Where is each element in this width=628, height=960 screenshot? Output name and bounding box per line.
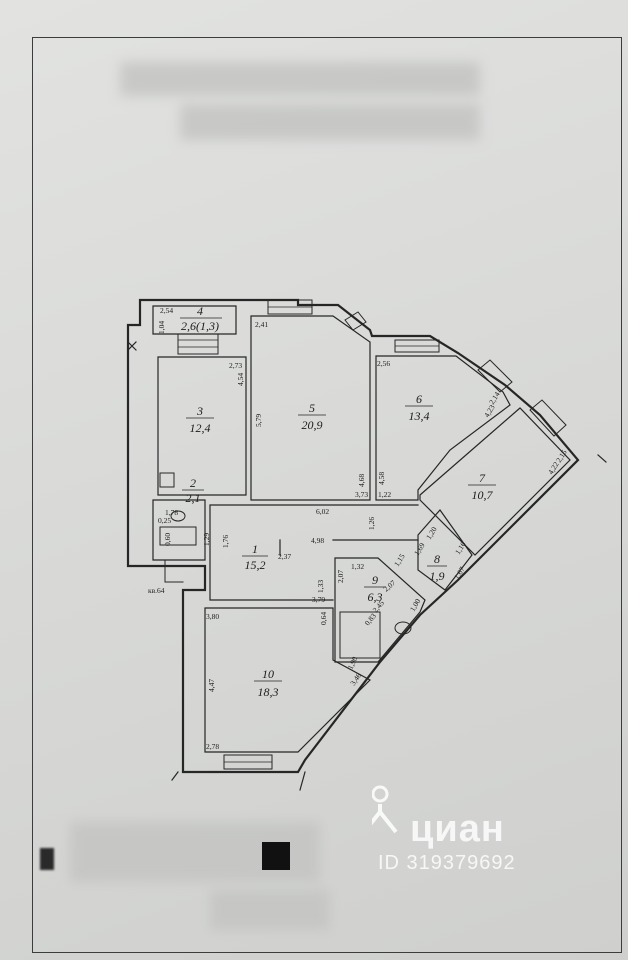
dim-label: 2,73 [229,361,242,370]
dim-label: 2,78 [206,742,219,751]
dim-label: 1,78 [165,508,178,517]
entrance-break [127,341,137,351]
room-1-num: 1 [252,542,258,556]
location-pin-icon [372,785,398,834]
redacted-header [120,62,480,96]
redacted-footer-line [210,890,330,930]
hall-partition [209,504,419,601]
room-4-area: 2,6(1,3) [181,319,219,333]
inner-wall-room3 [157,356,247,496]
watermark-brand: циан [410,808,505,850]
dim-label: 2,56 [377,359,390,368]
dim-label: 3,79 [312,595,325,604]
window-room6-side [477,359,513,393]
dim-label: 1,32 [351,562,364,571]
inner-wall-room5 [250,315,371,501]
room-1-area: 15,2 [245,558,266,572]
stamp-mark [40,848,54,870]
dim-label: 4,98 [311,536,324,545]
room-5-area: 20,9 [302,418,323,432]
dim-label: 4,68 [357,474,366,487]
dim-label: 4,47 [207,679,216,692]
dim-label: 4,58 [377,472,386,485]
room-4-num: 4 [197,304,203,318]
room-6-num: 6 [416,392,422,406]
outer-wall [126,298,580,774]
dim-label: 6,02 [316,507,329,516]
room-5-num: 5 [309,401,315,415]
dim-label: 1,22 [378,490,391,499]
dim-label: 1,33 [316,580,325,593]
room-10-num: 10 [262,667,274,681]
window-room4 [177,333,219,355]
dimension-labels: 2,54 1,04 2,41 2,73 4,54 5,79 2,56 4,23 … [148,306,569,751]
dim-label: 0,25 [158,516,171,525]
dim-label: 0,60 [163,533,172,546]
black-square-mark [262,842,290,870]
dim-label: 2,41 [255,320,268,329]
toilet-wc [159,526,197,546]
inner-wall-room8 [417,509,473,591]
dim-label: 2,07 [336,570,345,583]
window-room5-corner [344,311,367,331]
room-6-area: 13,4 [409,409,430,423]
dim-label: 2,07 [382,578,398,593]
dim-label: 1,20 [424,525,439,541]
inner-wall-room6 [375,355,511,501]
room-8-num: 8 [434,552,440,566]
dim-label: 4,54 [236,373,245,386]
room-9-area: 6,3 [368,590,383,604]
dim-label: 1,29 [202,533,211,546]
room-10-area: 18,3 [258,685,279,699]
room-7-num: 7 [479,471,486,485]
room-2-area: 2,1 [186,491,201,505]
dim-label: 2,15 [554,448,569,464]
watermark-id: ID 319379692 [378,852,516,874]
dim-label: 1,26 [367,517,376,530]
inner-wall-room9 [334,557,426,663]
dim-label: 3,46 [348,671,363,687]
room-9-num: 9 [372,573,378,587]
dim-label: 1,76 [221,535,230,548]
dim-label: 2,37 [278,552,291,561]
dim-label: 0,64 [319,612,328,625]
room-3-area: 12,4 [190,421,211,435]
dim-label: 1,69 [412,541,427,557]
dim-label: 1,16 [453,540,468,556]
dim-label: 3,73 [355,490,368,499]
room-3-num: 3 [196,404,203,418]
inner-wall-top [152,305,237,335]
dim-label: 2,14 [487,390,502,406]
dim-label: 3,80 [206,612,219,621]
bathtub [339,611,381,659]
page-frame [32,37,622,953]
redacted-header-line [180,104,480,140]
room-7-area: 10,7 [472,488,494,502]
dim-label: 1,90 [346,655,360,671]
window-room7-side [529,399,567,437]
room-8-area: 1,9 [430,569,445,583]
dim-label: 1,04 [157,321,166,334]
dim-label: 2,54 [160,306,173,315]
watermark: циан ID 319379692 [372,782,572,874]
inner-wall-room2 [152,499,206,561]
room-2-num: 2 [190,476,196,490]
inner-wall-room7 [419,407,571,556]
inner-wall-room10 [204,607,371,753]
dim-label: 1,67 [452,565,467,581]
apartment-label: кв.64 [148,586,165,595]
dim-label: 1,15 [392,552,407,568]
room-labels: 1 15,2 2 2,1 3 12,4 4 2,6(1,3) 5 20,9 6 … [180,304,496,699]
dim-label: 5,79 [254,414,263,427]
